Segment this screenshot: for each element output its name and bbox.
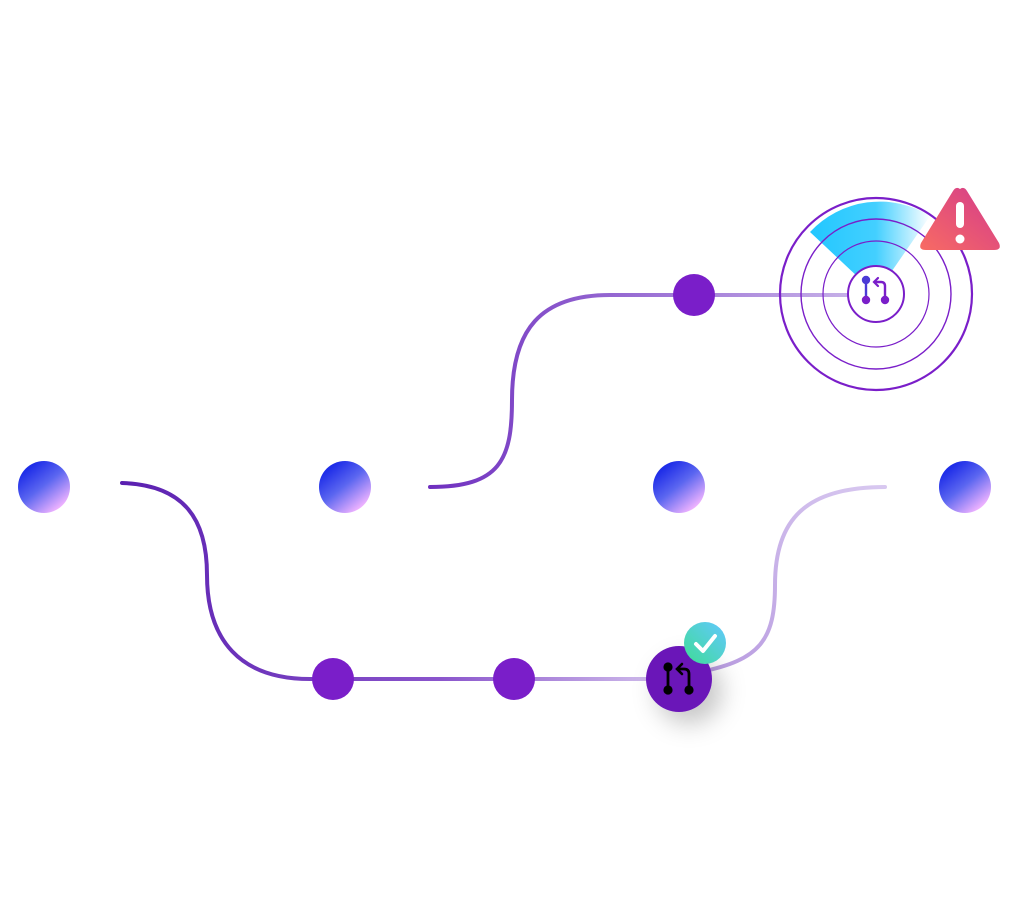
upper-branch-line (428, 293, 852, 489)
warning-triangle-icon (920, 187, 1000, 250)
lower-commit-dot (312, 658, 354, 700)
radar-sweep (810, 201, 930, 294)
checkmark-icon (684, 622, 726, 664)
git-pull-request-icon (861, 275, 890, 305)
radar-ring (847, 265, 905, 323)
merge-back-line (698, 485, 887, 674)
radar-ring (822, 240, 930, 348)
pr-scanning (778, 187, 1000, 392)
pr-merged-node (646, 646, 712, 712)
radar-ring (778, 196, 974, 392)
main-commit-node (939, 461, 991, 513)
pr-merged (646, 622, 726, 712)
radar-ring (800, 218, 952, 370)
lower-branch-line (120, 481, 652, 681)
lower-commit-dot (493, 658, 535, 700)
upper-commit-dot (673, 274, 715, 316)
main-commit-node (319, 461, 371, 513)
main-commit-node (653, 461, 705, 513)
git-pull-request-icon (663, 662, 694, 695)
main-commit-node (18, 461, 70, 513)
